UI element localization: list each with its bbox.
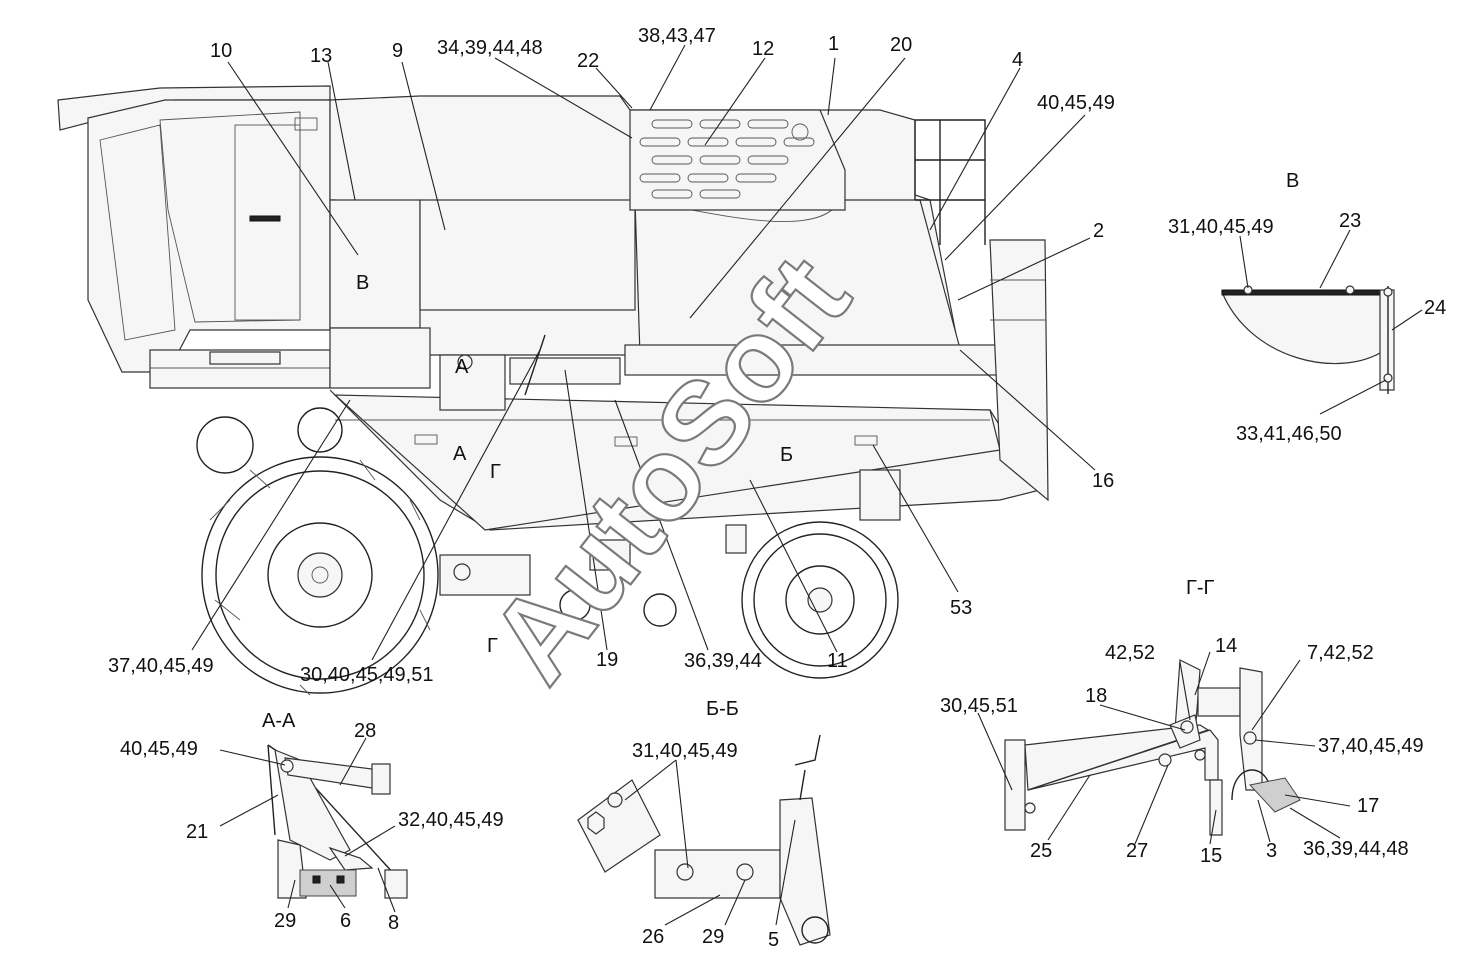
callout-40-45-49: 40,45,49 bbox=[1037, 92, 1115, 114]
view-aa-callout-29: 29 bbox=[274, 910, 296, 932]
view-aa-callout-28: 28 bbox=[354, 720, 376, 742]
view-v-callout-33-41-46-50: 33,41,46,50 bbox=[1236, 423, 1342, 445]
view-bb-callout-31-40-45-49: 31,40,45,49 bbox=[632, 740, 738, 762]
callout-11: 11 bbox=[827, 650, 848, 672]
callout-4: 4 bbox=[1012, 49, 1023, 71]
callout-34-39-44-48: 34,39,44,48 bbox=[437, 37, 543, 59]
section-mark-b-top: Б bbox=[777, 367, 790, 389]
callout-10: 10 bbox=[210, 40, 232, 62]
callout-53: 53 bbox=[950, 597, 972, 619]
callout-16: 16 bbox=[1092, 470, 1114, 492]
view-aa-callout-40-45-49: 40,45,49 bbox=[120, 738, 198, 760]
view-aa-title: А-А bbox=[262, 710, 296, 732]
section-mark-a-top: А bbox=[455, 356, 469, 378]
view-gg-callout-15: 15 bbox=[1200, 845, 1222, 867]
view-bb-title: Б-Б bbox=[706, 698, 739, 720]
callout-1: 1 bbox=[828, 33, 839, 55]
section-mark-g-bottom: Г bbox=[487, 635, 498, 657]
section-mark-g-top: Г bbox=[490, 461, 501, 483]
callout-22: 22 bbox=[577, 50, 599, 72]
view-gg-title: Г-Г bbox=[1186, 577, 1214, 599]
view-bb-callout-26: 26 bbox=[642, 926, 664, 948]
view-v-callout-31-40-45-49: 31,40,45,49 bbox=[1168, 216, 1274, 238]
main-view-callouts: 10 13 9 34,39,44,48 22 38,43,47 12 1 20 … bbox=[108, 25, 1115, 686]
view-aa-callout-21: 21 bbox=[186, 821, 208, 843]
combine-side-view bbox=[57, 85, 1049, 696]
view-gg-callout-7-42-52: 7,42,52 bbox=[1307, 642, 1374, 664]
callout-38-43-47: 38,43,47 bbox=[638, 25, 716, 47]
callout-20: 20 bbox=[890, 34, 912, 56]
view-bb-callout-5: 5 bbox=[768, 929, 779, 951]
view-aa-callout-32-40-45-49: 32,40,45,49 bbox=[398, 809, 504, 831]
view-aa-callout-6: 6 bbox=[340, 910, 351, 932]
view-v-callout-23: 23 bbox=[1339, 210, 1361, 232]
view-gg-callout-3: 3 bbox=[1266, 840, 1277, 862]
view-gg-callout-25: 25 bbox=[1030, 840, 1052, 862]
section-mark-b-bottom: Б bbox=[780, 444, 793, 466]
view-v-title: В bbox=[1286, 170, 1299, 192]
callout-30-40-45-49-51: 30,40,45,49,51 bbox=[300, 664, 433, 686]
view-gg-callout-27: 27 bbox=[1126, 840, 1148, 862]
view-gg-callout-17: 17 bbox=[1357, 795, 1379, 817]
view-gg-callout-36-39-44-48: 36,39,44,48 bbox=[1303, 838, 1409, 860]
view-bb-callout-29: 29 bbox=[702, 926, 724, 948]
view-gg-callout-37-40-45-49: 37,40,45,49 bbox=[1318, 735, 1424, 757]
callout-12: 12 bbox=[752, 38, 774, 60]
callout-2: 2 bbox=[1093, 220, 1104, 242]
view-gg-callout-18: 18 bbox=[1085, 685, 1107, 707]
callout-19: 19 bbox=[596, 649, 618, 671]
view-gg-callout-14: 14 bbox=[1215, 635, 1237, 657]
section-mark-v: В bbox=[356, 272, 369, 294]
view-v: В 31,40,45,49 23 24 33,41,46,50 bbox=[1168, 170, 1446, 445]
view-aa-callout-8: 8 bbox=[388, 912, 399, 934]
section-mark-a-bottom: А bbox=[453, 443, 467, 465]
callout-13: 13 bbox=[310, 45, 332, 67]
view-bb: Б-Б 31,40,45,49 26 29 5 bbox=[577, 698, 831, 951]
main-view-leaders bbox=[191, 44, 1096, 661]
callout-37-40-45-49: 37,40,45,49 bbox=[108, 655, 214, 677]
view-aa: А-А 28 40,45,49 21 32,40,45,49 29 6 8 bbox=[120, 710, 504, 934]
view-gg-callout-42-52: 42,52 bbox=[1105, 642, 1155, 664]
callout-9: 9 bbox=[392, 40, 403, 62]
view-v-callout-24: 24 bbox=[1424, 297, 1446, 319]
view-gg: Г-Г 42,52 14 7,42,52 18 30,45,51 37,40,4… bbox=[940, 577, 1424, 867]
view-gg-callout-30-45-51: 30,45,51 bbox=[940, 695, 1018, 717]
callout-36-39-44: 36,39,44 bbox=[684, 650, 762, 672]
